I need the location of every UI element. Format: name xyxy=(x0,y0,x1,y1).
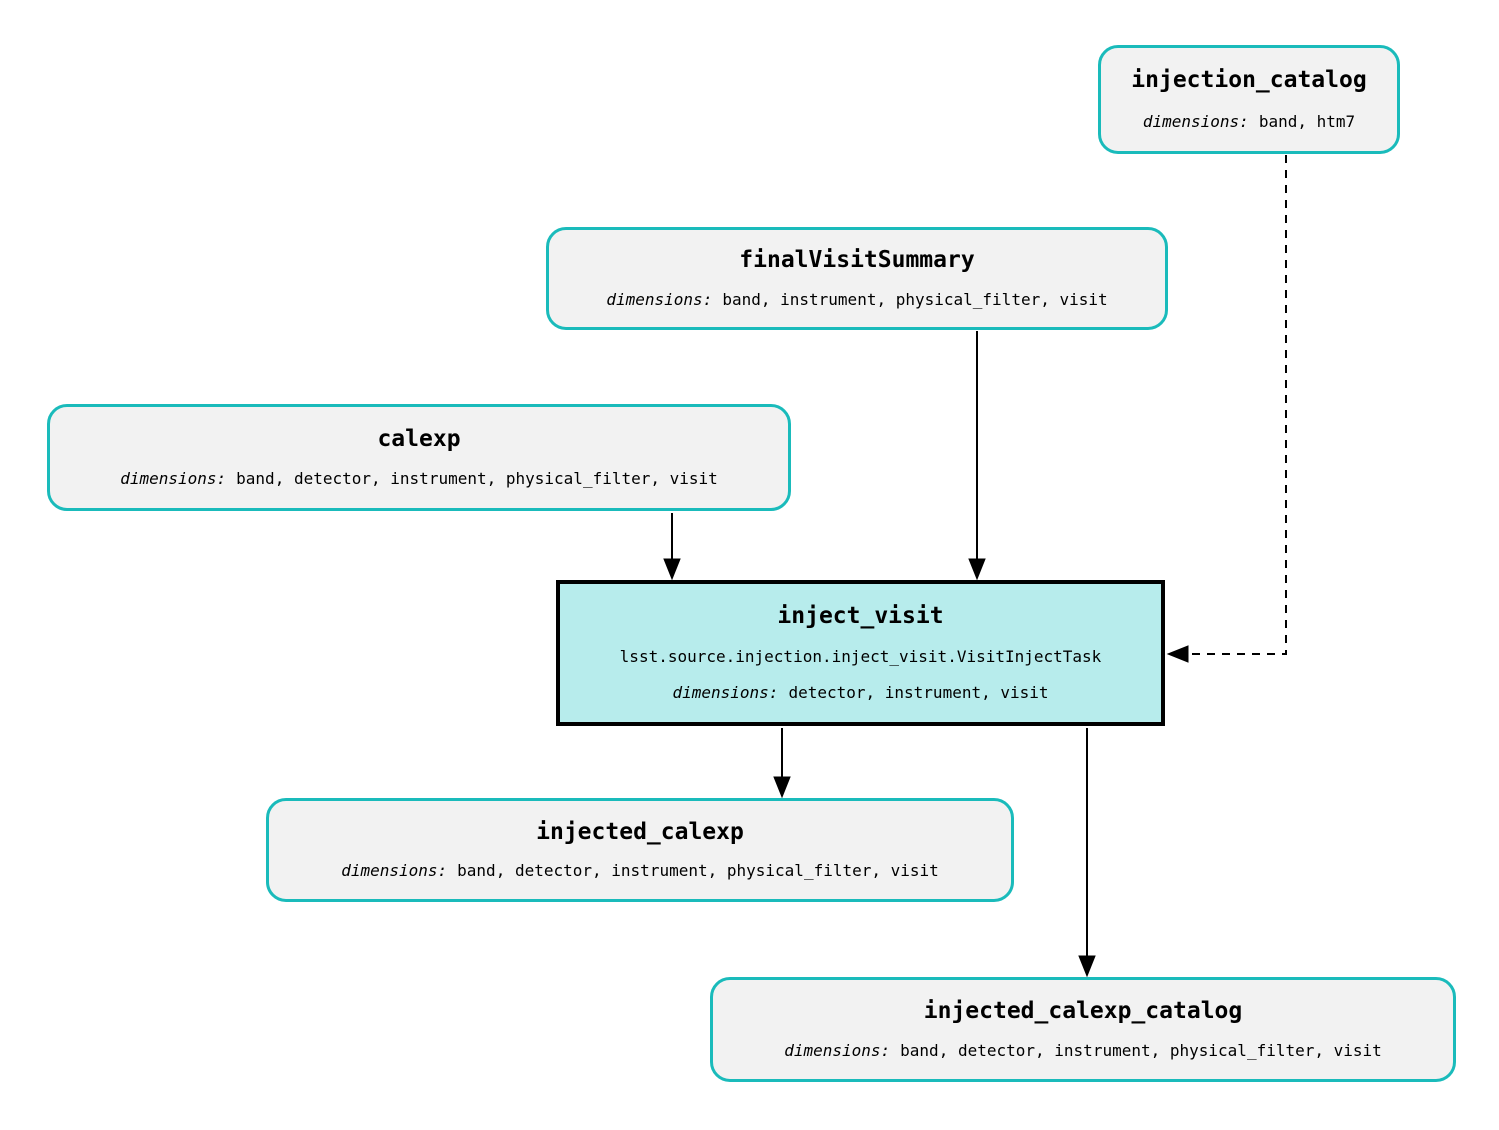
dimensions-label: dimensions: xyxy=(1142,111,1249,131)
task-class-name: lsst.source.injection.inject_visit.Visit… xyxy=(619,646,1102,666)
dimensions-value: band, detector, instrument, physical_fil… xyxy=(236,469,718,489)
arrowhead-icon xyxy=(1078,955,1096,978)
dimensions-value: detector, instrument, visit xyxy=(788,683,1049,703)
edge-finalvisitsummary-to-inject-visit xyxy=(968,331,986,581)
node-dimensions: dimensions: band, instrument, physical_fi… xyxy=(606,289,1108,309)
dimensions-value: band, detector, instrument, physical_fil… xyxy=(457,861,939,881)
node-injection-catalog: injection_catalog dimensions: band, htm7 xyxy=(1098,45,1400,154)
edge-inject-visit-to-injected-calexp xyxy=(773,728,791,799)
arrowhead-icon xyxy=(773,776,791,799)
dimensions-label: dimensions: xyxy=(120,469,227,489)
node-calexp: calexp dimensions: band, detector, instru… xyxy=(47,404,791,511)
node-injected-calexp: injected_calexp dimensions: band, detecto… xyxy=(266,798,1014,902)
dimensions-label: dimensions: xyxy=(784,1041,891,1060)
node-dimensions: dimensions: band, htm7 xyxy=(1142,111,1356,131)
node-title: injected_calexp xyxy=(536,818,744,845)
node-title: calexp xyxy=(377,425,461,452)
dimensions-label: dimensions: xyxy=(341,861,448,881)
node-dimensions: dimensions: detector, instrument, visit xyxy=(672,685,1048,701)
node-inject-visit-task: inject_visit lsst.source.injection.injec… xyxy=(556,580,1165,726)
node-title: injection_catalog xyxy=(1131,67,1367,94)
node-title: finalVisitSummary xyxy=(739,247,975,274)
dimensions-value: band, instrument, physical_filter, visit xyxy=(722,289,1108,309)
node-title: injected_calexp_catalog xyxy=(923,998,1243,1024)
node-title: inject_visit xyxy=(777,602,944,629)
arrowhead-icon xyxy=(1166,645,1189,663)
dimensions-label: dimensions: xyxy=(606,289,713,309)
edge-injection-catalog-to-inject-visit xyxy=(1166,155,1287,663)
edge-inject-visit-to-injected-calexp-catalog xyxy=(1078,728,1096,978)
arrowhead-icon xyxy=(663,558,681,581)
node-dimensions: dimensions: band, detector, instrument, p… xyxy=(784,1043,1382,1059)
arrowhead-icon xyxy=(968,558,986,581)
node-finalvisitsummary: finalVisitSummary dimensions: band, instr… xyxy=(546,227,1168,330)
node-injected-calexp-catalog: injected_calexp_catalog dimensions: band,… xyxy=(710,977,1456,1082)
node-dimensions: dimensions: band, detector, instrument, p… xyxy=(120,471,718,487)
dimensions-label: dimensions: xyxy=(672,683,779,703)
dimensions-value: band, htm7 xyxy=(1258,111,1356,131)
dimensions-value: band, detector, instrument, physical_fil… xyxy=(900,1041,1382,1060)
node-dimensions: dimensions: band, detector, instrument, p… xyxy=(341,863,939,879)
edge-calexp-to-inject-visit xyxy=(663,513,681,581)
